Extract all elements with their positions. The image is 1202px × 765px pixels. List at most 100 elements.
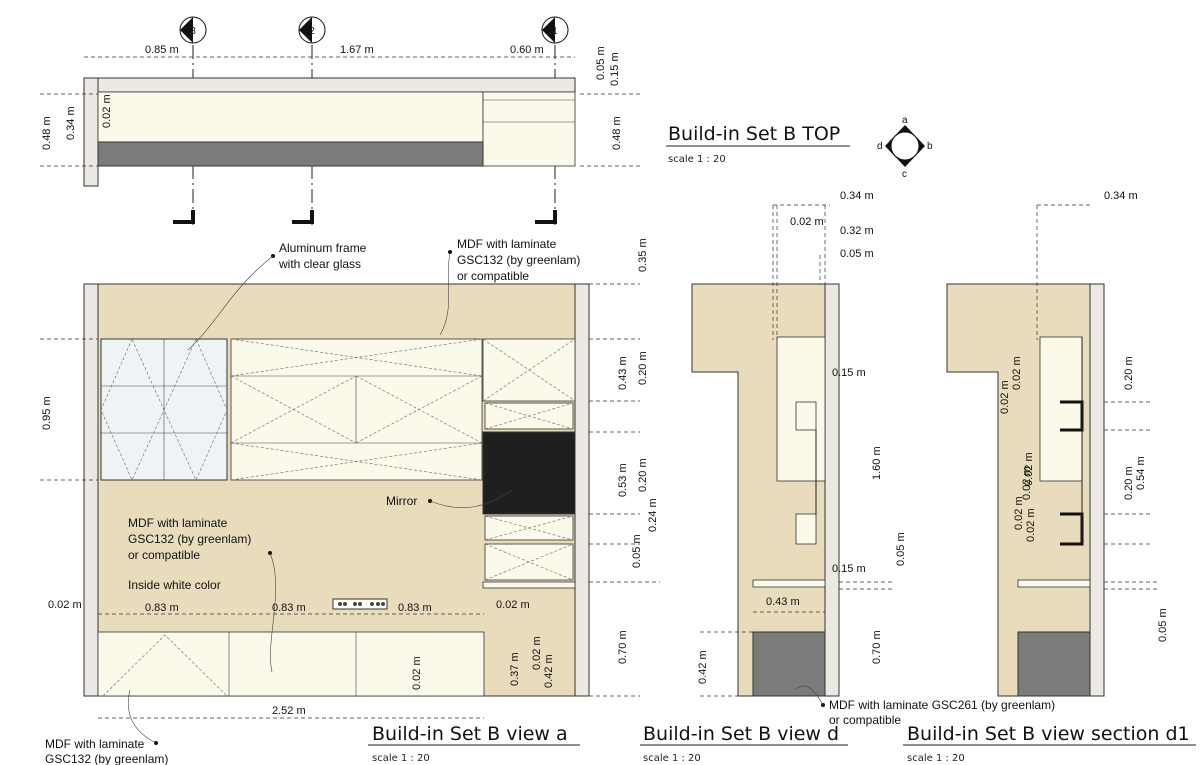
- scale-label: scale 1 : 20: [372, 753, 430, 764]
- dim-text: 0.34 m: [1104, 190, 1138, 202]
- counter-shelf: [1017, 579, 1091, 588]
- compass-icon: a b c d: [877, 115, 933, 180]
- dim-text: 0.48 m: [611, 116, 623, 150]
- view-title: Build-in Set B view section d1: [907, 723, 1190, 745]
- note-text: or compatible: [457, 269, 529, 283]
- dim-text: 0.20 m: [1123, 466, 1135, 500]
- dim-text: 0.02 m: [101, 94, 113, 128]
- dim-text: 0.37 m: [509, 652, 521, 686]
- compass-label: c: [902, 169, 907, 180]
- dim-text: 0.15 m: [832, 563, 866, 575]
- dim-text: 0.05 m: [840, 248, 874, 260]
- note-text: GSC132 (by greenlam): [45, 752, 168, 765]
- compass-label: b: [927, 141, 933, 152]
- dim-text: 0.83 m: [272, 602, 306, 614]
- top-countertop: [97, 141, 484, 167]
- dim-text: 0.02 m: [999, 380, 1011, 414]
- dim-text: 0.20 m: [1123, 356, 1135, 390]
- dim-text: 0.32 m: [840, 225, 874, 237]
- compass-label: a: [902, 115, 908, 126]
- view-title: Build-in Set B view a: [372, 723, 568, 745]
- wall-left: [83, 283, 99, 697]
- dim-text: 0.02 m: [1021, 466, 1033, 500]
- note-text: MDF with laminate GSC261 (by greenlam): [829, 698, 1055, 712]
- upper-cabinet-section: [1039, 336, 1083, 482]
- note-text: Aluminum frame: [279, 241, 367, 255]
- view-title: Build-in Set B TOP: [668, 123, 840, 145]
- compass-label: d: [877, 141, 883, 152]
- dim-text: 0.35 m: [637, 238, 649, 272]
- dim-text: 0.02 m: [1013, 496, 1025, 530]
- dim-text: 0.34 m: [65, 106, 77, 140]
- dim-text: 0.02 m: [1025, 508, 1037, 542]
- dim-text: 0.02 m: [531, 636, 543, 670]
- dim-text: 0.83 m: [145, 602, 179, 614]
- view-title: Build-in Set B view d: [643, 723, 839, 745]
- dim-text: 0.42 m: [543, 654, 555, 688]
- lower-cabinet-side: [752, 631, 826, 697]
- scale-label: scale 1 : 20: [643, 753, 701, 764]
- dim-text: 2.52 m: [272, 705, 306, 717]
- note-text: GSC132 (by greenlam): [457, 253, 580, 267]
- marker-label: 3: [190, 26, 196, 37]
- dim-text: 1.60 m: [871, 446, 883, 480]
- dim-text: 0.70 m: [617, 630, 629, 664]
- mirror-panel: [482, 431, 576, 515]
- dim-text: 0.02 m: [48, 599, 82, 611]
- dim-text: 0.34 m: [840, 190, 874, 202]
- dim-text: 0.05 m: [595, 46, 607, 80]
- counter-shelf: [752, 579, 826, 588]
- lower-cabinet-section: [1017, 631, 1091, 697]
- wall-back: [1089, 283, 1105, 697]
- dim-text: 0.70 m: [871, 630, 883, 664]
- dim-text: 0.02 m: [1023, 452, 1035, 486]
- lower-cabinet: [97, 631, 485, 697]
- dim-text: 0.48 m: [41, 116, 53, 150]
- dim-text: 0.85 m: [145, 44, 179, 56]
- top-upper-cabinet: [97, 91, 484, 143]
- dim-text: 0.24 m: [647, 498, 659, 532]
- note-text: Mirror: [386, 494, 417, 508]
- dim-text: 0.15 m: [609, 52, 621, 86]
- top-right-cabinet: [482, 91, 576, 167]
- note-text: Inside white color: [128, 578, 221, 592]
- note-text: MDF with laminate: [457, 237, 557, 251]
- scale-label: scale 1 : 20: [668, 154, 726, 165]
- section-marker-2: 2: [292, 16, 326, 225]
- dim-text: 0.83 m: [398, 602, 432, 614]
- top-view: 3 2 1 0.85 m 1.67 m 0.60 m: [40, 16, 933, 225]
- dim-text: 0.20 m: [637, 458, 649, 492]
- note-text: GSC132 (by greenlam): [128, 532, 251, 546]
- dim-text: 0.15 m: [832, 367, 866, 379]
- dim-text: 0.02 m: [411, 656, 423, 690]
- view-d: 0.34 m 0.02 m 0.32 m 0.05 m 0.15 m 1.60 …: [640, 190, 1055, 764]
- dim-text: 0.02 m: [1011, 356, 1023, 390]
- dim-text: 0.02 m: [496, 599, 530, 611]
- right-shelf: [482, 581, 576, 589]
- dim-text: 0.53 m: [617, 463, 629, 497]
- wall-right: [574, 283, 590, 697]
- dim-text: 0.05 m: [1157, 608, 1169, 642]
- dim-text: 0.43 m: [766, 596, 800, 608]
- dim-text: 0.43 m: [617, 356, 629, 390]
- note-text: or compatible: [829, 713, 901, 727]
- shelf-block: [795, 513, 817, 545]
- shelf-block: [795, 401, 817, 431]
- view-section-d1: 0.34 m 0.02 m 0.02 m 0.20 m 0.02 m 0.02 …: [903, 190, 1196, 764]
- top-wall-back: [83, 77, 576, 93]
- note-text: with clear glass: [278, 257, 361, 271]
- wall-back: [824, 283, 840, 697]
- scale-label: scale 1 : 20: [907, 753, 965, 764]
- dim-text: 0.60 m: [510, 44, 544, 56]
- dim-text: 0.02 m: [790, 216, 824, 228]
- dim-text: 0.20 m: [637, 351, 649, 385]
- dim-text: 0.42 m: [697, 650, 709, 684]
- dim-text: 0.54 m: [1135, 456, 1147, 490]
- marker-label: 1: [552, 26, 558, 37]
- dim-text: 1.67 m: [340, 44, 374, 56]
- marker-label: 2: [309, 26, 315, 37]
- view-a: 0.35 m 0.95 m 0.43 m 0.20 m 0.53 m 0.20 …: [40, 237, 660, 765]
- dim-text: 0.95 m: [41, 396, 53, 430]
- note-text: MDF with laminate: [45, 737, 145, 751]
